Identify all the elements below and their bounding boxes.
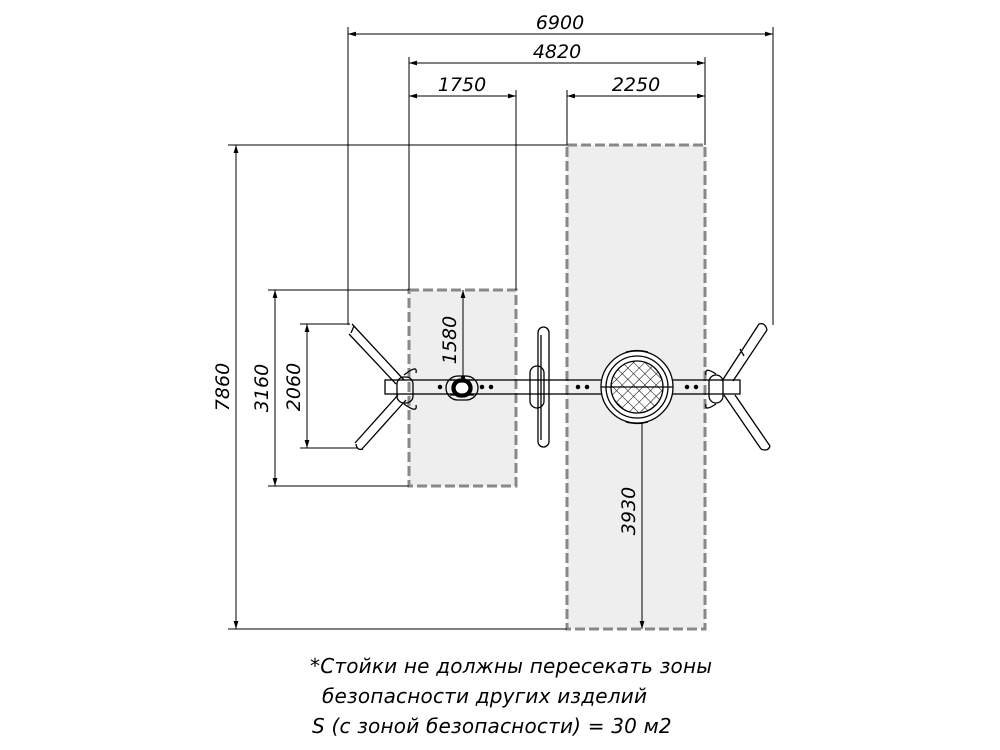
- dim-handle-span: 2060: [283, 363, 305, 411]
- right-support-frame: [705, 322, 771, 451]
- middle-handle: [529, 326, 550, 448]
- dim-right-zone-depth: 3930: [618, 487, 640, 535]
- dim-overall-length: 7860: [212, 363, 234, 411]
- equipment-plan: [348, 322, 771, 451]
- main-beam: [384, 379, 741, 395]
- dimension-lines: [233, 31, 773, 629]
- right-round-seat: [600, 349, 674, 425]
- note-line-2: безопасности других изделий: [322, 684, 648, 708]
- dim-left-zone-width: 1750: [438, 74, 486, 96]
- dim-right-zone-width: 2250: [612, 74, 660, 96]
- note-line-1: *Стойки не должны пересекать зоны: [310, 654, 713, 678]
- left-seat: [445, 375, 479, 401]
- dim-left-zone-length: 3160: [251, 364, 273, 412]
- dim-frame-width: 4820: [533, 41, 581, 63]
- dim-left-zone-depth: 1580: [439, 316, 461, 364]
- note-line-3: S (с зоной безопасности) = 30 м2: [312, 714, 672, 738]
- left-support-frame: [348, 323, 417, 451]
- dim-overall-width: 6900: [536, 12, 584, 34]
